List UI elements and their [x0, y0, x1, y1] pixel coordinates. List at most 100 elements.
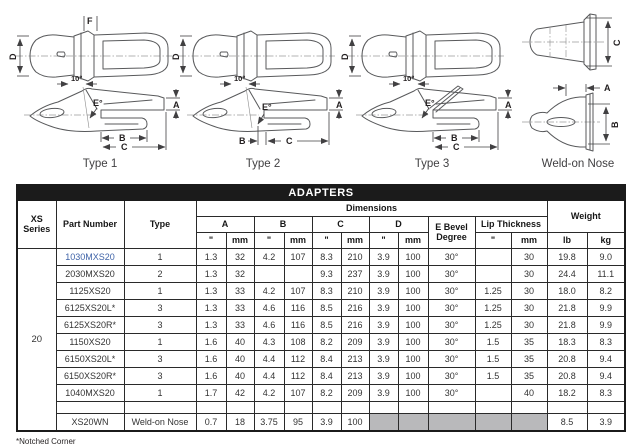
cell-dim: 33 [225, 282, 255, 300]
cell-empty [397, 401, 429, 414]
technical-drawings: D F 10° E° A B C Type 1 [8, 13, 622, 170]
dim-label-b: B [610, 121, 620, 128]
cell-empty [225, 401, 255, 414]
cell-weight-lb: 8.5 [546, 413, 588, 431]
col-header-d-mm: mm [397, 232, 429, 249]
cell-dim: 116 [283, 316, 313, 334]
cell-weight-lb: 20.8 [546, 350, 588, 368]
cell-weight-kg: 9.9 [586, 316, 626, 334]
cell-type: Weld-on Nose [123, 413, 197, 431]
type3-side-view [355, 87, 497, 132]
dim-label-a: A [173, 100, 180, 110]
cell-dim: 3.9 [368, 384, 399, 402]
cell-dim: 30° [427, 367, 476, 385]
cell-dim: 1.25 [474, 282, 512, 300]
cell-dim: 40 [225, 333, 255, 351]
col-header-type: Type [123, 200, 197, 249]
figure-label-weld-on-nose: Weld-on Nose [542, 158, 615, 170]
cell-dim: 4.4 [253, 350, 285, 368]
cell-dim: 8.3 [311, 248, 342, 266]
cell-dim: 30 [510, 316, 548, 334]
col-header-c-inch: " [311, 232, 342, 249]
cell-part-number: 2030MXS20 [55, 265, 125, 283]
cell-empty [283, 401, 313, 414]
type1-top-view [15, 30, 173, 82]
cell-part-number[interactable]: 1030MXS20 [55, 248, 125, 266]
cell-dim: 3.9 [368, 350, 399, 368]
cell-dim: 100 [397, 333, 429, 351]
cell-part-number: 1150XS20 [55, 333, 125, 351]
cell-dim: 3.75 [253, 413, 285, 431]
cell-dim: 30 [510, 282, 548, 300]
cell-dim: 30° [427, 282, 476, 300]
cell-dim: 30° [427, 265, 476, 283]
cell-dim [397, 413, 429, 431]
cell-type: 1 [123, 248, 197, 266]
cell-dim: 95 [283, 413, 313, 431]
cell-dim: 100 [397, 299, 429, 317]
cell-dim: 100 [397, 265, 429, 283]
dim-label-angle: 10° [403, 74, 414, 83]
cell-dim: 209 [340, 384, 370, 402]
cell-dim: 40 [510, 384, 548, 402]
cell-dim: 8.2 [311, 384, 342, 402]
cell-empty [427, 401, 476, 414]
cell-dim: 216 [340, 316, 370, 334]
dim-label-e: E° [262, 102, 272, 112]
figure-type-2: D 10° E° A B C Type 2 [171, 30, 343, 170]
col-header-part-number: Part Number [55, 200, 125, 249]
weld-on-nose-top-view [522, 13, 604, 71]
cell-weight-lb: 19.8 [546, 248, 588, 266]
figure-type-3: D 10° E° A B C Type 3 [340, 30, 512, 170]
cell-weight-kg: 9.4 [586, 367, 626, 385]
cell-type: 3 [123, 316, 197, 334]
cell-dim: 3.9 [311, 413, 342, 431]
cell-weight-lb: 18.3 [546, 333, 588, 351]
weld-on-nose-dimensions: C A B [553, 17, 622, 145]
cell-dim: 42 [225, 384, 255, 402]
cell-dim: 1.5 [474, 333, 512, 351]
col-header-lip-inch: " [474, 232, 512, 249]
cell-dim: 8.2 [311, 333, 342, 351]
cell-weight-kg: 8.3 [586, 333, 626, 351]
cell-dim: 4.2 [253, 248, 285, 266]
col-header-dim-d: D [368, 216, 429, 233]
cell-dim: 8.4 [311, 367, 342, 385]
adapters-table-section: ADAPTERS XS Series Part Number Type Dime… [16, 184, 627, 432]
cell-dim: 8.5 [311, 299, 342, 317]
dim-label-a: A [336, 100, 343, 110]
col-header-lip-thickness: Lip Thickness [474, 216, 548, 233]
cell-dim: 40 [225, 350, 255, 368]
type2-dimensions: D 10° E° A B C [171, 35, 343, 146]
cell-dim: 40 [225, 367, 255, 385]
cell-dim: 210 [340, 282, 370, 300]
cell-dim: 1.5 [474, 367, 512, 385]
cell-dim: 30 [510, 265, 548, 283]
figure-type-1: D F 10° E° A B C Type 1 [8, 16, 180, 170]
type3-blade-detail [429, 85, 464, 113]
cell-dim: 30° [427, 299, 476, 317]
col-header-xs-series: XS Series [16, 200, 57, 249]
cell-dim: 4.2 [253, 384, 285, 402]
cell-weight-lb: 20.8 [546, 367, 588, 385]
col-header-c-mm: mm [340, 232, 370, 249]
cell-dim: 3.9 [368, 299, 399, 317]
cell-dim: 209 [340, 333, 370, 351]
cell-empty [123, 401, 197, 414]
col-header-weight: Weight [546, 200, 626, 233]
cell-dim: 116 [283, 299, 313, 317]
cell-dim: 1.25 [474, 316, 512, 334]
cell-dim: 8.4 [311, 350, 342, 368]
dim-label-b: B [119, 133, 126, 143]
cell-dim: 1.6 [195, 333, 227, 351]
cell-dim: 112 [283, 350, 313, 368]
cell-empty [474, 401, 512, 414]
weld-on-nose-side-view [522, 92, 600, 152]
dim-label-e: E° [93, 98, 103, 108]
col-header-a-inch: " [195, 232, 227, 249]
cell-weight-kg: 9.9 [586, 299, 626, 317]
cell-dim: 35 [510, 367, 548, 385]
